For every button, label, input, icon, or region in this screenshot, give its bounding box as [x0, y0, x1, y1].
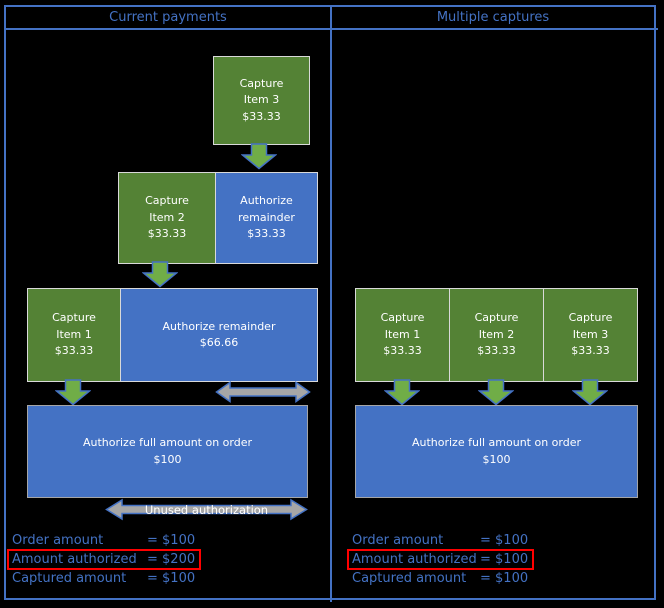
summary-value: = $100 — [147, 571, 196, 586]
capture1-authorize-row: Capture Item 1 $33.33 Authorize remainde… — [27, 288, 318, 382]
captured-amount-row: Captured amount = $100 — [352, 569, 528, 588]
summary-value: = $100 — [480, 571, 529, 586]
down-arrow-icon — [241, 143, 277, 170]
summary-value: = $100 — [480, 552, 529, 567]
right-panel-title: Multiple captures — [436, 9, 550, 25]
capture-item-1-box: Capture Item 1 $33.33 — [356, 289, 449, 381]
panel-divider — [330, 5, 332, 602]
authorize-full-amount-box: Authorize full amount on order $100 — [27, 405, 308, 498]
unused-authorization-label: Unused authorization — [144, 502, 269, 517]
capture-item-2-box: Capture Item 2 $33.33 — [449, 289, 543, 381]
down-arrow-icon — [55, 379, 91, 406]
capture-item-3-box: Capture Item 3 $33.33 — [543, 289, 637, 381]
summary-label: Amount authorized — [352, 552, 477, 567]
right-summary: Order amount = $100 Amount authorized = … — [347, 531, 535, 588]
down-arrow-icon — [478, 379, 514, 406]
captured-amount-row: Captured amount = $100 — [12, 569, 195, 588]
double-arrow-icon — [215, 381, 311, 403]
capture-item-1-box: Capture Item 1 $33.33 — [28, 289, 120, 381]
authorize-full-amount-box: Authorize full amount on order $100 — [355, 405, 638, 498]
summary-value: = $200 — [147, 552, 196, 567]
summary-label: Order amount — [352, 533, 444, 548]
down-arrow-icon — [572, 379, 608, 406]
left-panel-title: Current payments — [109, 9, 227, 25]
unused-authorization-arrow: Unused authorization — [105, 498, 308, 521]
authorize-remainder-66-box: Authorize remainder $66.66 — [120, 289, 317, 381]
authorize-remainder-33-box: Authorize remainder $33.33 — [215, 173, 317, 263]
capture-item-2-box: Capture Item 2 $33.33 — [119, 173, 215, 263]
amount-authorized-row: Amount authorized = $100 — [347, 549, 535, 570]
capture2-authorize-row: Capture Item 2 $33.33 Authorize remainde… — [118, 172, 318, 264]
summary-label: Captured amount — [12, 571, 127, 586]
capture-item-3-box: Capture Item 3 $33.33 — [213, 56, 310, 145]
down-arrow-icon — [384, 379, 420, 406]
order-amount-row: Order amount = $100 — [12, 531, 195, 550]
amount-authorized-row: Amount authorized = $200 — [7, 549, 202, 570]
order-amount-row: Order amount = $100 — [352, 531, 528, 550]
summary-label: Captured amount — [352, 571, 467, 586]
left-summary: Order amount = $100 Amount authorized = … — [7, 531, 202, 588]
capture-items-row: Capture Item 1 $33.33 Capture Item 2 $33… — [355, 288, 638, 382]
summary-label: Order amount — [12, 533, 104, 548]
summary-value: = $100 — [147, 533, 196, 548]
double-arrow-icon — [105, 498, 308, 521]
down-arrow-icon — [142, 261, 178, 288]
summary-value: = $100 — [480, 533, 529, 548]
summary-label: Amount authorized — [12, 552, 137, 567]
